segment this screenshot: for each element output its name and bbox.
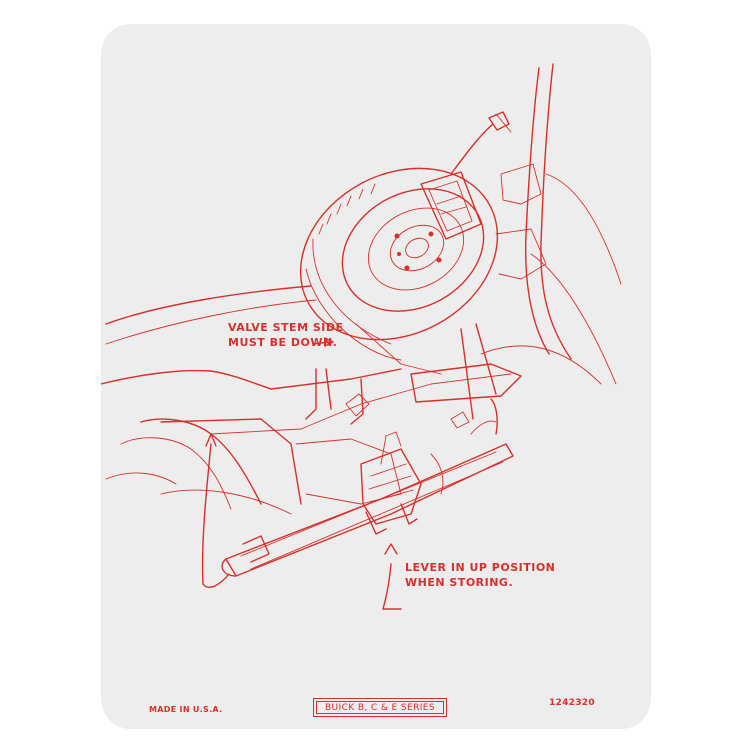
jack-assembly <box>221 323 514 577</box>
spare-tire <box>299 167 499 361</box>
made-in-label: MADE IN U.S.A. <box>149 705 223 714</box>
side-leader <box>201 433 230 588</box>
lever-callout-line1: LEVER IN UP POSITION <box>405 561 556 574</box>
lever-callout: LEVER IN UP POSITION WHEN STORING. <box>405 560 555 590</box>
lever-callout-line2: WHEN STORING. <box>405 576 514 589</box>
lever-leader <box>382 543 402 610</box>
hold-down-clamp <box>420 111 512 240</box>
decal-card: VALVE STEM SIDE MUST BE DOWN. LEVER IN U… <box>101 24 651 729</box>
series-box: BUICK B, C & E SERIES <box>313 698 447 717</box>
valve-stem-callout-line2: MUST BE DOWN. <box>228 336 338 349</box>
valve-stem-leader <box>312 337 334 347</box>
trunk-outline <box>101 63 622 515</box>
valve-stem-callout: VALVE STEM SIDE MUST BE DOWN. <box>228 320 344 350</box>
spare-tire-jack-illustration <box>101 63 622 610</box>
valve-stem-callout-line1: VALVE STEM SIDE <box>228 321 344 334</box>
series-label: BUICK B, C & E SERIES <box>324 702 436 713</box>
part-number: 1242320 <box>549 698 595 708</box>
